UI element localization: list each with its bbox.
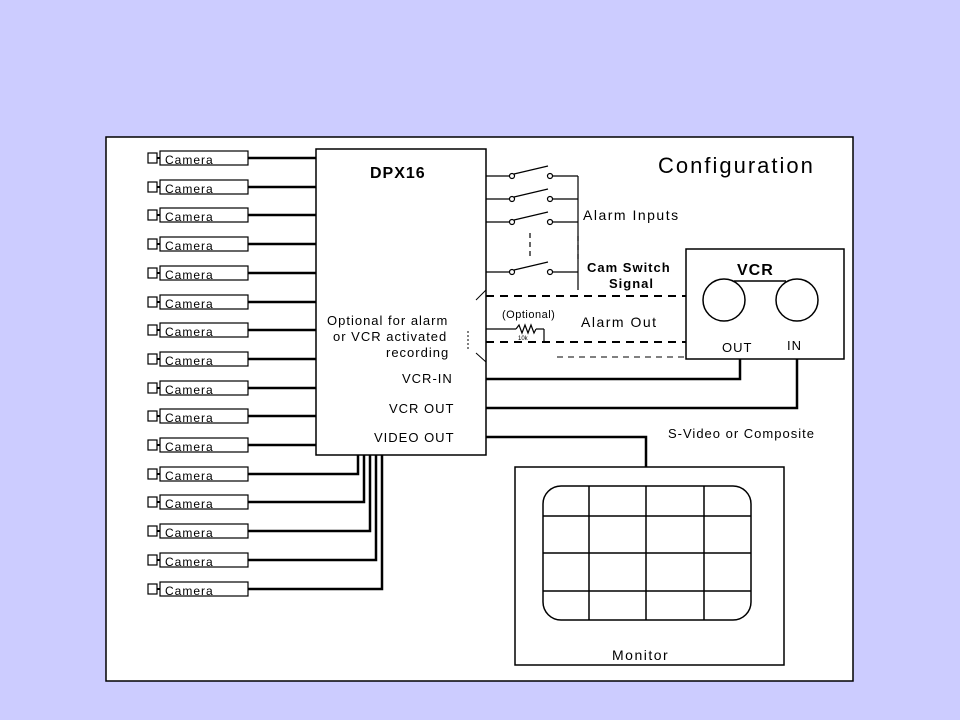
vcr-out-to-dpx-in	[486, 359, 742, 381]
optional-note-line-2: or VCR activated	[333, 329, 447, 344]
camera: Camera	[147, 179, 249, 196]
camera-label: Camera	[165, 411, 214, 425]
camera-icon	[147, 324, 158, 336]
camera-label: Camera	[165, 440, 214, 454]
camera-cable	[248, 455, 384, 591]
camera: Camera	[147, 351, 249, 368]
cam-switch-line-2: Signal	[609, 276, 654, 291]
monitor-screen	[542, 485, 752, 621]
camera-label: Camera	[165, 182, 214, 196]
camera: Camera	[147, 408, 249, 425]
camera-cable	[248, 455, 378, 562]
alarm-out-lines	[467, 331, 686, 363]
alarm-out-label: Alarm Out	[581, 314, 658, 330]
camera: Camera	[147, 437, 249, 454]
alarm-input-switches	[486, 165, 579, 290]
dpx-out-to-vcr-in	[486, 359, 799, 410]
camera: Camera	[147, 494, 249, 511]
vcr-connections	[486, 359, 799, 410]
vcr-in-label: IN	[787, 338, 802, 353]
camera: Camera	[147, 322, 249, 339]
camera-label: Camera	[165, 239, 214, 253]
monitor	[514, 466, 785, 666]
camera: Camera	[147, 150, 249, 167]
vcr-reel-right	[775, 278, 819, 322]
camera-icon	[147, 496, 158, 508]
vcr-reel-left	[702, 278, 746, 322]
vcr-out-label: OUT	[722, 340, 752, 355]
camera-label: Camera	[165, 268, 214, 282]
diagram-title: Configuration	[658, 153, 815, 178]
camera-icon	[147, 554, 158, 566]
camera: Camera	[147, 552, 249, 569]
camera-icon	[147, 525, 158, 537]
camera-list: CameraCameraCameraCameraCameraCameraCame…	[147, 150, 249, 598]
camera-icon	[147, 583, 158, 595]
camera: Camera	[147, 294, 249, 311]
vcr-in-port-label: VCR-IN	[402, 371, 453, 386]
dpx16-title: DPX16	[370, 165, 426, 182]
vcr-out-port-label: VCR OUT	[389, 401, 455, 416]
monitor-label: Monitor	[612, 647, 669, 663]
optional-note-line-1: Optional for alarm	[327, 313, 448, 328]
cam-switch-line-1: Cam Switch	[587, 260, 671, 275]
camera: Camera	[147, 265, 249, 282]
camera: Camera	[147, 236, 249, 253]
camera-cable	[248, 455, 360, 476]
vcr-title: VCR	[737, 262, 774, 279]
camera-label: Camera	[165, 325, 214, 339]
camera-icon	[147, 152, 158, 164]
camera-label: Camera	[165, 497, 214, 511]
camera-label: Camera	[165, 526, 214, 540]
video-out-port-label: VIDEO OUT	[374, 430, 455, 445]
video-out-to-monitor	[486, 435, 648, 467]
camera-label: Camera	[165, 584, 214, 598]
camera-icon	[147, 267, 158, 279]
camera: Camera	[147, 523, 249, 540]
camera-label: Camera	[165, 297, 214, 311]
optional-resistor-label: (Optional)	[502, 309, 555, 321]
resistor-value: 10k	[518, 336, 529, 342]
video-type-label: S-Video or Composite	[668, 426, 815, 441]
camera-label: Camera	[165, 210, 214, 224]
camera-icon	[147, 238, 158, 250]
camera-label: Camera	[165, 383, 214, 397]
camera-icon	[147, 468, 158, 480]
camera-icon	[147, 353, 158, 365]
camera-icon	[147, 209, 158, 221]
camera-icon	[147, 296, 158, 308]
optional-note-line-3: recording	[386, 345, 449, 360]
camera-label: Camera	[165, 153, 214, 167]
camera: Camera	[147, 466, 249, 483]
camera-icon	[147, 410, 158, 422]
cam-switch-signal-line	[475, 289, 686, 301]
camera-icon	[147, 181, 158, 193]
camera-cable	[248, 455, 366, 504]
camera-icon	[147, 382, 158, 394]
camera-label: Camera	[165, 555, 214, 569]
camera-label: Camera	[165, 469, 214, 483]
alarm-inputs-label: Alarm Inputs	[583, 207, 680, 223]
camera-label: Camera	[165, 354, 214, 368]
camera: Camera	[147, 581, 249, 598]
dpx16-unit	[315, 148, 487, 456]
camera-cable	[248, 455, 372, 533]
camera: Camera	[147, 207, 249, 224]
resistor-symbol	[486, 323, 545, 342]
cam-switch-signal-box	[580, 257, 682, 294]
camera: Camera	[147, 380, 249, 397]
vcr-reels	[702, 278, 819, 322]
camera-icon	[147, 439, 158, 451]
